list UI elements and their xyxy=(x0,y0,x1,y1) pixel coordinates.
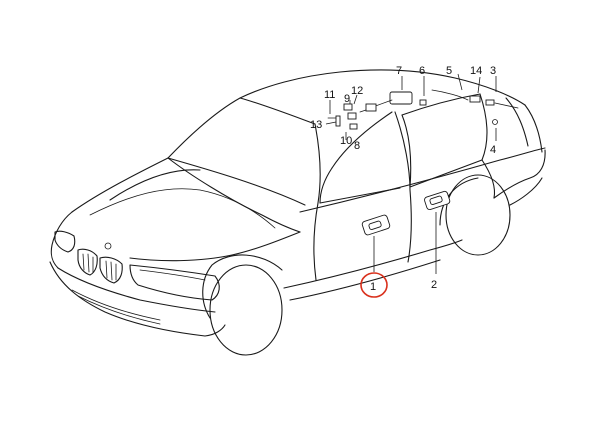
leader-lines xyxy=(325,73,497,274)
small-fastener-parts[interactable] xyxy=(327,103,358,130)
car-body-outline xyxy=(49,69,546,356)
callout-11[interactable]: 11 xyxy=(324,89,335,101)
door-handle-front[interactable] xyxy=(361,214,391,236)
callout-9[interactable]: 9 xyxy=(344,93,350,105)
callout-2[interactable]: 2 xyxy=(431,279,437,291)
callout-3[interactable]: 3 xyxy=(490,65,496,77)
door-handle-rear[interactable] xyxy=(424,190,451,211)
callout-4[interactable]: 4 xyxy=(490,144,496,156)
callout-13[interactable]: 13 xyxy=(310,119,322,131)
callout-labels: 1 2 3 4 5 6 7 8 9 10 11 12 13 14 xyxy=(310,65,496,298)
callout-6[interactable]: 6 xyxy=(419,65,425,77)
callout-10[interactable]: 10 xyxy=(340,135,352,147)
lock-rod-parts[interactable] xyxy=(419,89,519,125)
callout-7[interactable]: 7 xyxy=(396,65,402,77)
callout-1-highlight-ring xyxy=(360,272,388,298)
callout-1[interactable]: 1 xyxy=(370,281,376,293)
callout-12[interactable]: 12 xyxy=(351,85,363,97)
callout-14[interactable]: 14 xyxy=(470,65,482,77)
callout-5[interactable]: 5 xyxy=(446,65,452,77)
lock-cylinder-assembly[interactable] xyxy=(359,91,413,113)
callout-8[interactable]: 8 xyxy=(354,140,360,152)
